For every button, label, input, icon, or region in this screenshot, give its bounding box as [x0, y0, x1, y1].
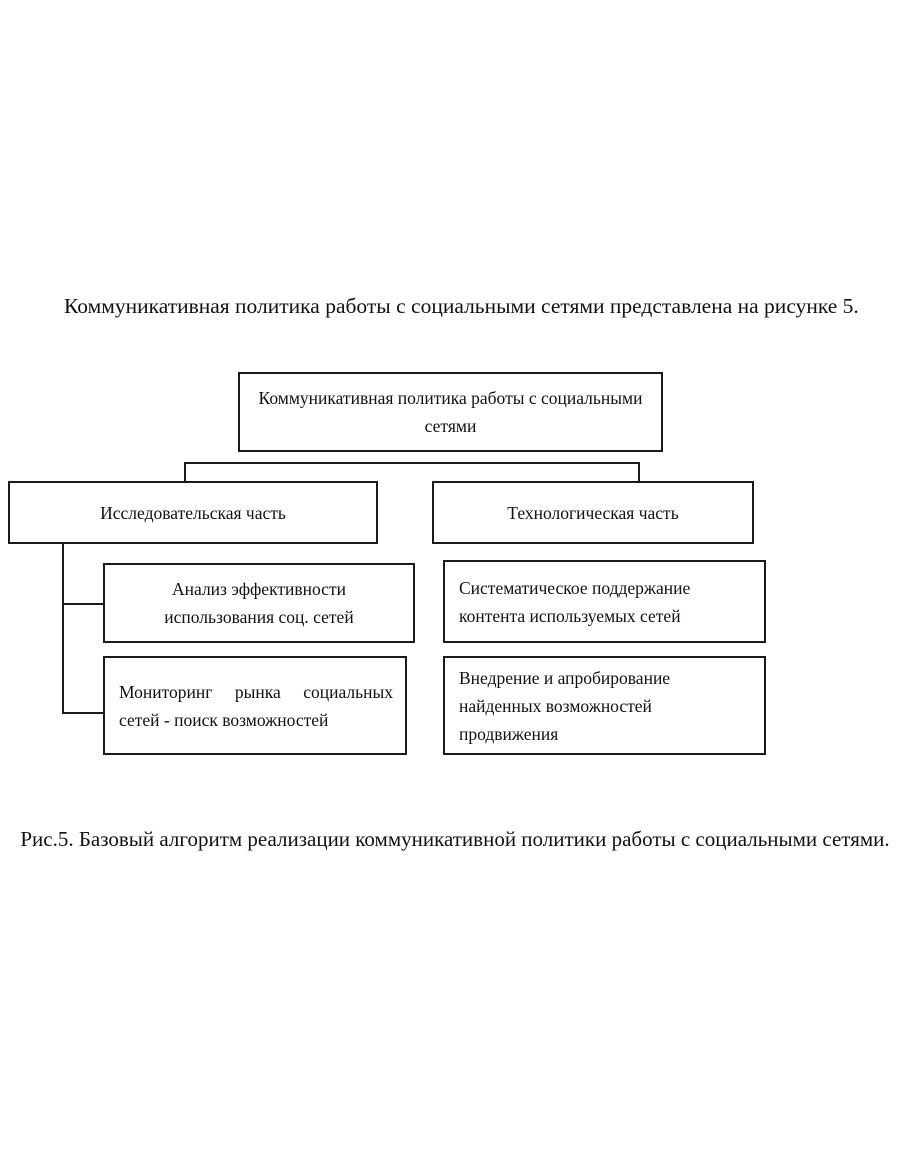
- connector-research-spine: [62, 543, 64, 714]
- body-paragraph: Коммуникативная политика работы с социал…: [64, 293, 859, 318]
- node-content-support: Систематическое поддержание контента исп…: [443, 560, 766, 643]
- node-research-label: Исследовательская часть: [100, 502, 286, 523]
- node-market-monitoring: Мониторинг рынка социальных сетей - поис…: [103, 656, 407, 755]
- connector-research-to-monitoring: [62, 712, 105, 714]
- connector-research-to-analysis: [62, 603, 105, 605]
- node-analysis-label: Анализ эффективности использования соц. …: [164, 579, 354, 627]
- node-monitoring-label: Мониторинг рынка социальных сетей - поис…: [119, 681, 393, 730]
- node-implementation-testing: Внедрение и апробирование найденных возм…: [443, 656, 766, 755]
- node-technology-label: Технологическая часть: [507, 502, 679, 523]
- figure-caption: Рис.5. Базовый алгоритм реализации комму…: [20, 827, 890, 851]
- node-root-communicative-policy: Коммуникативная политика работы с социал…: [238, 372, 663, 452]
- node-implement-label: Внедрение и апробирование найденных возм…: [459, 667, 671, 744]
- node-support-label: Систематическое поддержание контента исп…: [459, 577, 691, 626]
- connector-root-to-technology: [638, 462, 640, 483]
- node-root-label: Коммуникативная политика работы с социал…: [258, 388, 643, 436]
- node-research-part: Исследовательская часть: [8, 481, 378, 544]
- connector-root-horizontal-bus: [184, 462, 640, 464]
- node-technology-part: Технологическая часть: [432, 481, 754, 544]
- node-effectiveness-analysis: Анализ эффективности использования соц. …: [103, 563, 415, 643]
- connector-root-to-research: [184, 462, 186, 483]
